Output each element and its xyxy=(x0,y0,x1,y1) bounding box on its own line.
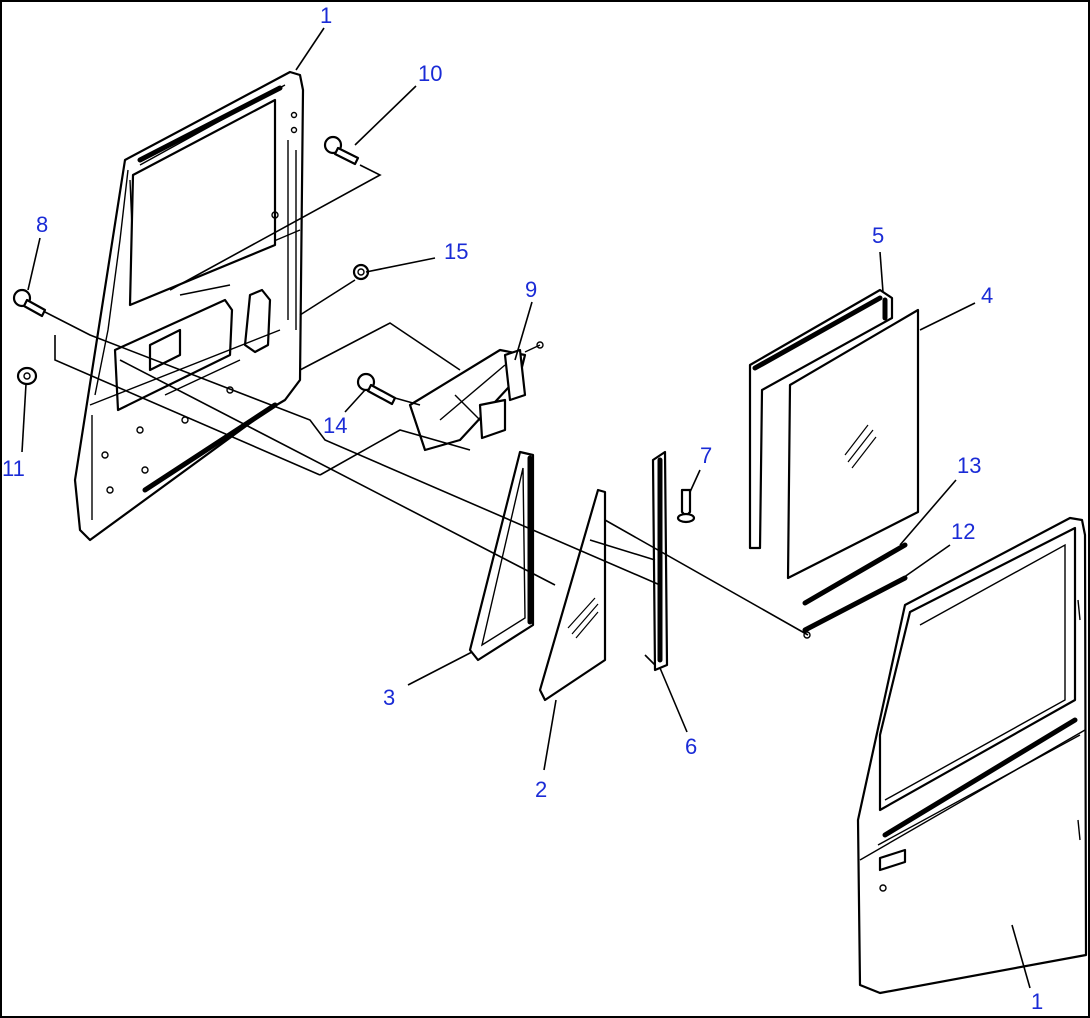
callout-12: 12 xyxy=(951,519,975,544)
callout-7: 7 xyxy=(700,443,712,468)
callout-11: 11 xyxy=(2,456,25,481)
callout-13: 13 xyxy=(957,453,981,478)
washer-11 xyxy=(16,366,38,386)
moving-glass-4 xyxy=(786,308,920,580)
callout-1-top: 1 xyxy=(320,3,332,28)
callout-1-bottom: 1 xyxy=(1031,989,1043,1014)
callout-6: 6 xyxy=(685,734,697,759)
door-inner-frame xyxy=(73,70,305,542)
glass-run-5 xyxy=(748,288,894,550)
channel-6 xyxy=(651,450,669,672)
callout-14: 14 xyxy=(323,413,347,438)
bolt-10 xyxy=(323,135,360,166)
fixed-glass-2 xyxy=(538,488,607,702)
callout-leaders xyxy=(21,27,1031,989)
callout-9: 9 xyxy=(525,277,537,302)
callouts: 1 1 2 3 4 5 6 7 8 9 10 11 12 13 14 15 xyxy=(2,3,1043,1014)
callout-15: 15 xyxy=(444,239,468,264)
nut-15 xyxy=(352,263,370,281)
callout-2: 2 xyxy=(535,777,547,802)
assembly-lines xyxy=(44,164,809,666)
bolt-14 xyxy=(356,372,397,406)
callout-4: 4 xyxy=(981,283,993,308)
strip-13 xyxy=(802,542,908,606)
glass-seal-3 xyxy=(468,450,535,662)
window-regulator xyxy=(408,341,544,452)
callout-10: 10 xyxy=(418,61,442,86)
callout-5: 5 xyxy=(872,223,884,248)
bolt-8 xyxy=(12,288,47,318)
callout-3: 3 xyxy=(383,685,395,710)
screw-7 xyxy=(676,488,696,524)
strip-12 xyxy=(802,575,908,639)
door-outer xyxy=(856,516,1088,995)
callout-8: 8 xyxy=(36,212,48,237)
